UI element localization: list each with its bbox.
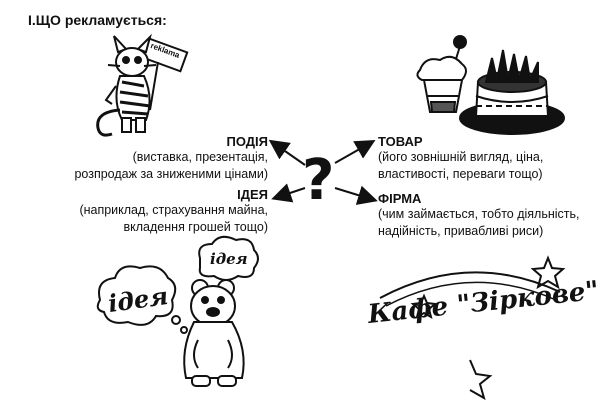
arrows [268,139,378,205]
cat-illustration [96,33,189,137]
node-firma: ФІРМА (чим займається, тобто діяльність,… [378,191,604,240]
node-firma-line-2: надійність, привабливі риси) [378,224,544,238]
node-tovar-line-1: (його зовнішній вигляд, ціна, [378,150,544,164]
bear-bubble-top-text: ідея [210,250,248,268]
node-ideya-line-2: вкладення грошей тощо) [123,220,268,234]
node-ideya-line-1: (наприклад, страхування майна, [79,203,268,217]
arrow-to-ideya [271,183,306,203]
node-ideya: ІДЕЯ (наприклад, страхування майна, вкла… [40,187,268,236]
node-firma-heading: ФІРМА [378,191,422,206]
cafe-logo-decoration [379,255,566,401]
node-ideya-heading: ІДЕЯ [237,187,268,202]
arrow-to-firma [334,185,378,205]
arrow-to-tovar [334,140,376,164]
page-title: І.ЩО рекламується: [28,12,167,28]
question-mark: ? [302,148,335,213]
node-tovar: ТОВАР (його зовнішній вигляд, ціна, влас… [378,134,603,183]
node-podiya-line-2: розпродаж за зниженими цінами) [74,167,268,181]
node-tovar-heading: ТОВАР [378,134,423,149]
node-podiya-line-1: (виставка, презентація, [132,150,268,164]
node-firma-line-1: (чим займається, тобто діяльність, [378,207,580,221]
bear-illustration [96,235,259,387]
drink-cake-illustration [416,35,565,135]
node-podiya: ПОДІЯ (виставка, презентація, розпродаж … [60,134,268,183]
arrow-to-podiya [268,139,306,166]
node-podiya-heading: ПОДІЯ [226,134,268,149]
node-tovar-line-2: властивості, переваги тощо) [378,167,543,181]
